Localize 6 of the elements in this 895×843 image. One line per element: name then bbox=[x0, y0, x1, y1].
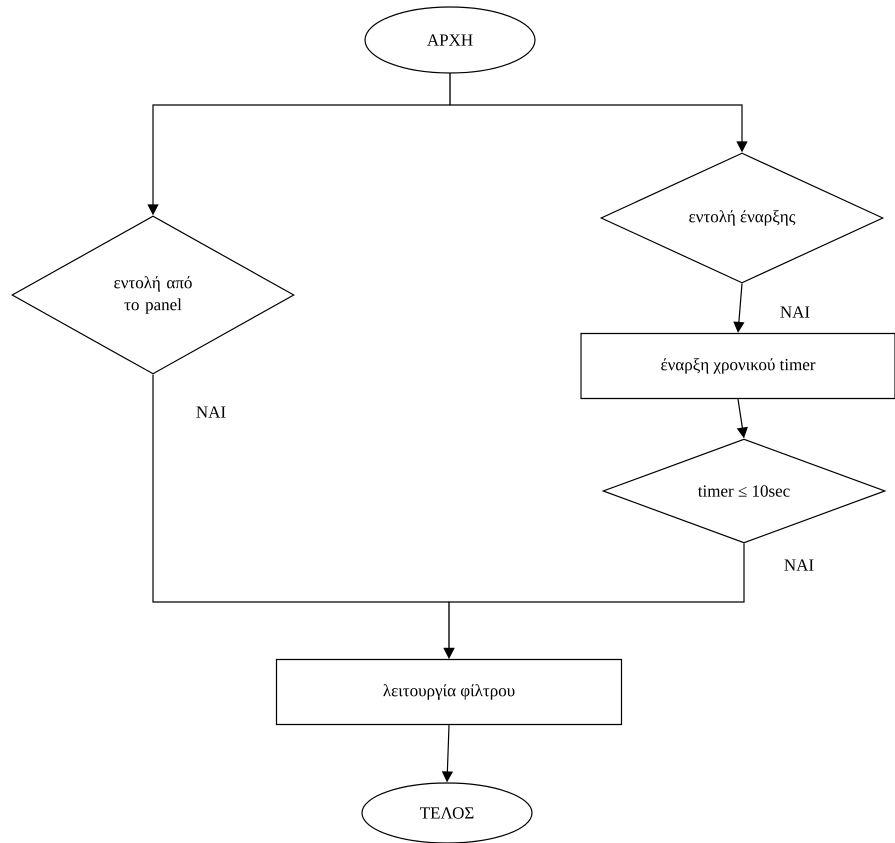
edge-label: ΝΑΙ bbox=[782, 558, 816, 572]
edge-label: ΝΑΙ bbox=[778, 305, 812, 319]
edge-label: ΝΑΙ bbox=[194, 405, 228, 419]
process-box: λειτουργία φίλτρου bbox=[276, 658, 622, 726]
process-box: έναρξη χρονικού timer bbox=[580, 332, 895, 400]
start-oval: ΑΡΧΗ bbox=[364, 6, 536, 74]
